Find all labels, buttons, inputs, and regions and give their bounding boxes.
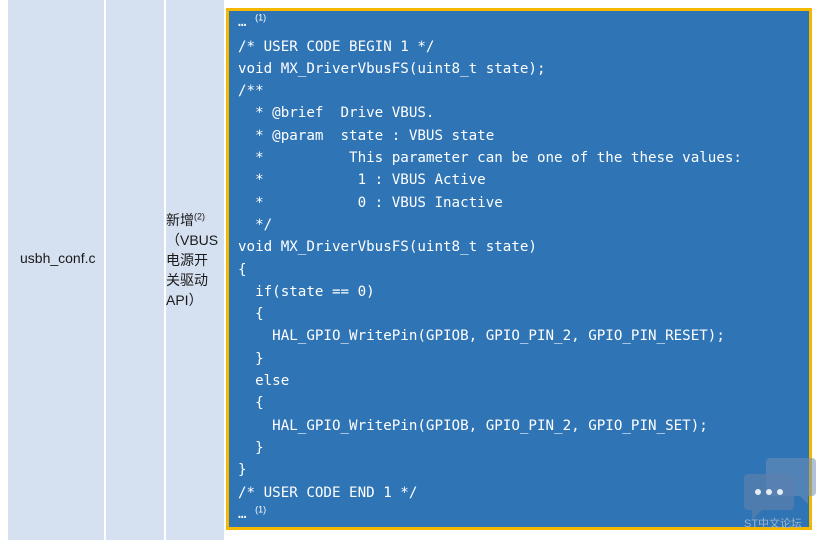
code-line: */ (238, 217, 273, 233)
code-line: /** (238, 83, 264, 99)
code-line: { (238, 306, 264, 322)
table-cell-file (8, 0, 104, 540)
code-line: * 1 : VBUS Active (238, 172, 486, 188)
code-line: /* USER CODE END 1 */ (238, 485, 418, 501)
code-line: } (238, 351, 264, 367)
code-line: * 0 : VBUS Inactive (238, 195, 503, 211)
chat-bubbles-icon (744, 458, 816, 520)
code-line: void MX_DriverVbusFS(uint8_t state) (238, 239, 537, 255)
description-line: 关驱动 (166, 272, 208, 288)
description-line: 电源开 (166, 252, 208, 268)
code-line: * This parameter can be one of the these… (238, 150, 742, 166)
code-line: { (238, 395, 264, 411)
table-cell-description (166, 0, 224, 540)
code-line: * @param state : VBUS state (238, 128, 495, 144)
change-description: 新增(2) （VBUS 电源开 关驱动 API） (166, 210, 224, 310)
description-line: 新增(2) (166, 211, 205, 228)
footnote-marker: (1) (255, 504, 267, 515)
code-line: * @brief Drive VBUS. (238, 105, 435, 121)
code-line: void MX_DriverVbusFS(uint8_t state); (238, 61, 546, 77)
code-line: HAL_GPIO_WritePin(GPIOB, GPIO_PIN_2, GPI… (238, 418, 708, 434)
code-line: { (238, 262, 247, 278)
code-block: … (1) /* USER CODE BEGIN 1 */ void MX_Dr… (226, 8, 812, 530)
code-line: if(state == 0) (238, 284, 375, 300)
code-line: … (1) (238, 504, 267, 522)
code-line: } (238, 462, 247, 478)
footnote-marker: (2) (194, 211, 205, 222)
code-line: … (1) (238, 12, 267, 30)
description-line: （VBUS (166, 232, 219, 248)
file-name: usbh_conf.c (20, 250, 96, 266)
code-line: } (238, 440, 264, 456)
table-cell-blank (106, 0, 164, 540)
code-line: /* USER CODE BEGIN 1 */ (238, 39, 435, 55)
watermark-text: ST中文论坛 (744, 518, 803, 530)
code-line: else (238, 373, 290, 389)
footnote-marker: (1) (255, 12, 267, 23)
description-line: API） (166, 292, 203, 308)
code-line: HAL_GPIO_WritePin(GPIOB, GPIO_PIN_2, GPI… (238, 328, 725, 344)
